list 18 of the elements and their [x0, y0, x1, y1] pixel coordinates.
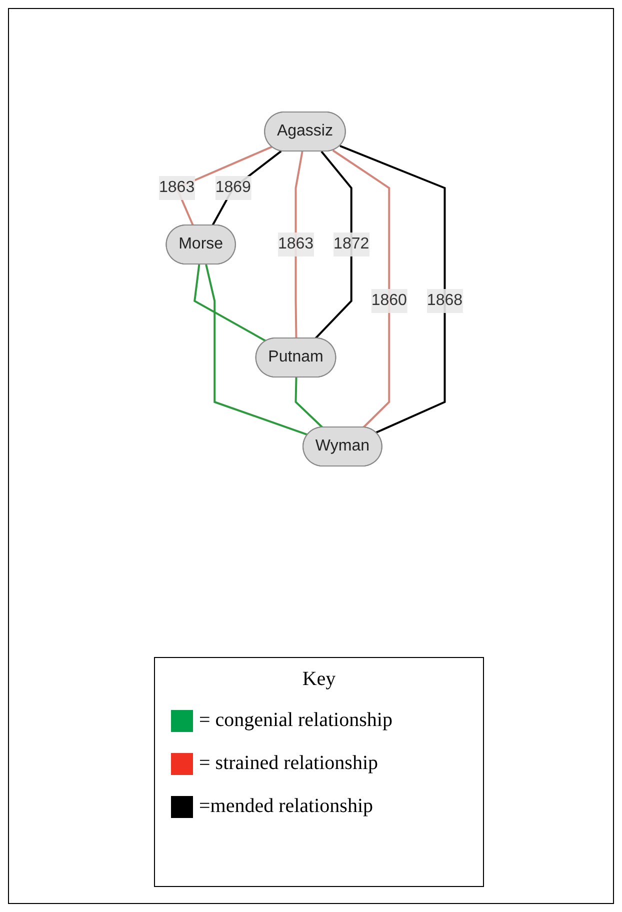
connector: [332, 150, 390, 428]
connector: [314, 150, 353, 340]
edge-label: 1863: [278, 235, 314, 252]
edge-label: 1872: [334, 235, 370, 252]
connector: [212, 150, 282, 226]
edge-label: 1863: [159, 178, 195, 196]
connector: [194, 264, 267, 342]
legend-text: = strained relationship: [199, 752, 378, 775]
edge-label: 1860: [372, 292, 408, 309]
edge-label: 1869: [216, 178, 252, 196]
connector: [295, 151, 304, 338]
connector: [340, 145, 446, 434]
legend-text: = congenial relationship: [199, 709, 392, 732]
connector: [294, 377, 324, 428]
legend-title: Key: [301, 668, 337, 691]
connector: [205, 264, 308, 436]
legend-text: =mended relationship: [199, 795, 374, 818]
edge-label: 1868: [427, 292, 463, 309]
